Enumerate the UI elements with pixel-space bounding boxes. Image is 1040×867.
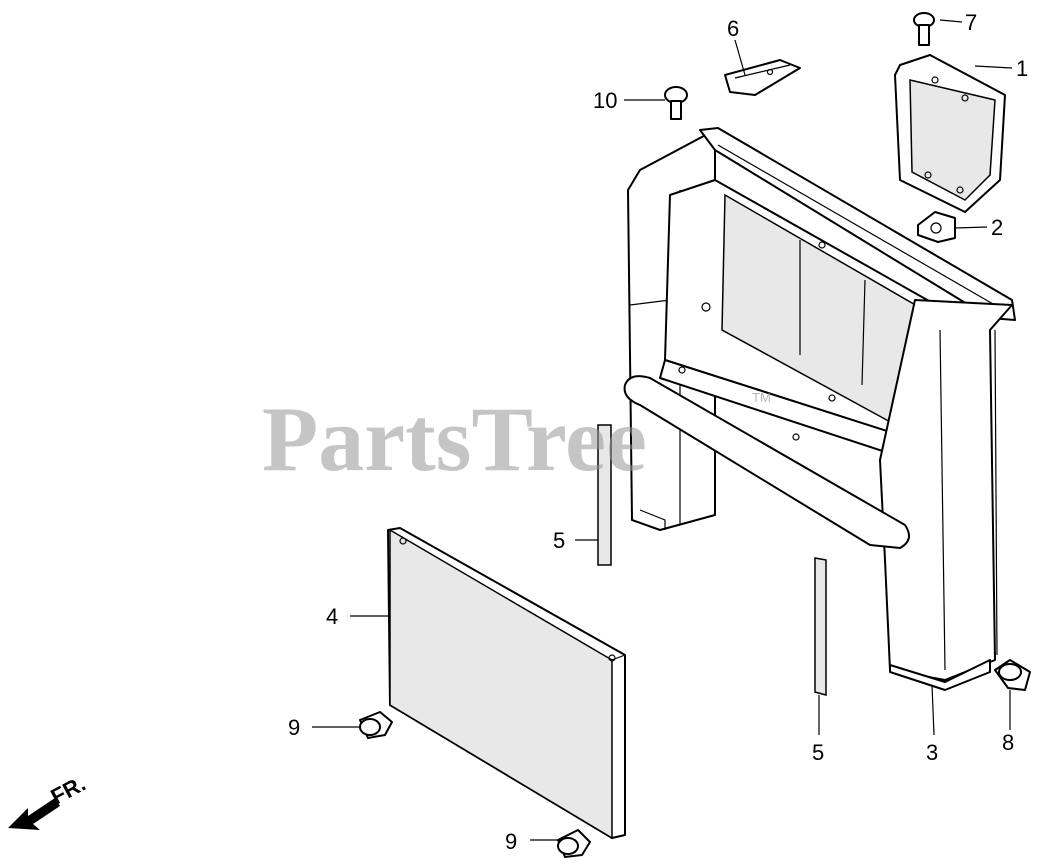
- callout-5-right: 5: [812, 740, 824, 765]
- callout-8: 8: [1002, 730, 1014, 755]
- callout-1: 1: [1016, 56, 1028, 81]
- bolt-part-10[interactable]: [664, 86, 688, 120]
- bolt-part-9-upper[interactable]: [359, 711, 393, 739]
- watermark-trademark: TM: [752, 390, 771, 405]
- bracket-part-1[interactable]: [894, 54, 1006, 213]
- callout-4: 4: [326, 604, 338, 629]
- callout-10: 10: [593, 88, 617, 113]
- watermark: PartsTree TM: [262, 388, 771, 490]
- leader-lines: [312, 19, 1013, 841]
- clip-part-2[interactable]: [917, 211, 956, 243]
- bolt-part-8[interactable]: [994, 659, 1031, 691]
- frame-part-3[interactable]: [623, 127, 1016, 691]
- callout-3: 3: [926, 740, 938, 765]
- bolt-part-9-lower[interactable]: [557, 829, 591, 858]
- callout-7: 7: [965, 10, 977, 35]
- callout-9-lower: 9: [505, 829, 517, 854]
- callout-5-left: 5: [553, 528, 565, 553]
- panel-part-4[interactable]: [387, 527, 626, 840]
- callout-9-upper: 9: [288, 715, 300, 740]
- bolt-part-7[interactable]: [913, 12, 935, 46]
- front-arrow-icon: [8, 798, 60, 830]
- callout-2: 2: [991, 215, 1003, 240]
- bracket-part-6[interactable]: [724, 59, 801, 96]
- front-direction-indicator: FR.: [8, 771, 90, 830]
- watermark-text: PartsTree: [262, 388, 647, 490]
- callout-6: 6: [727, 16, 739, 41]
- strip-part-5-left[interactable]: [597, 424, 612, 566]
- strip-part-5-right[interactable]: [814, 557, 827, 696]
